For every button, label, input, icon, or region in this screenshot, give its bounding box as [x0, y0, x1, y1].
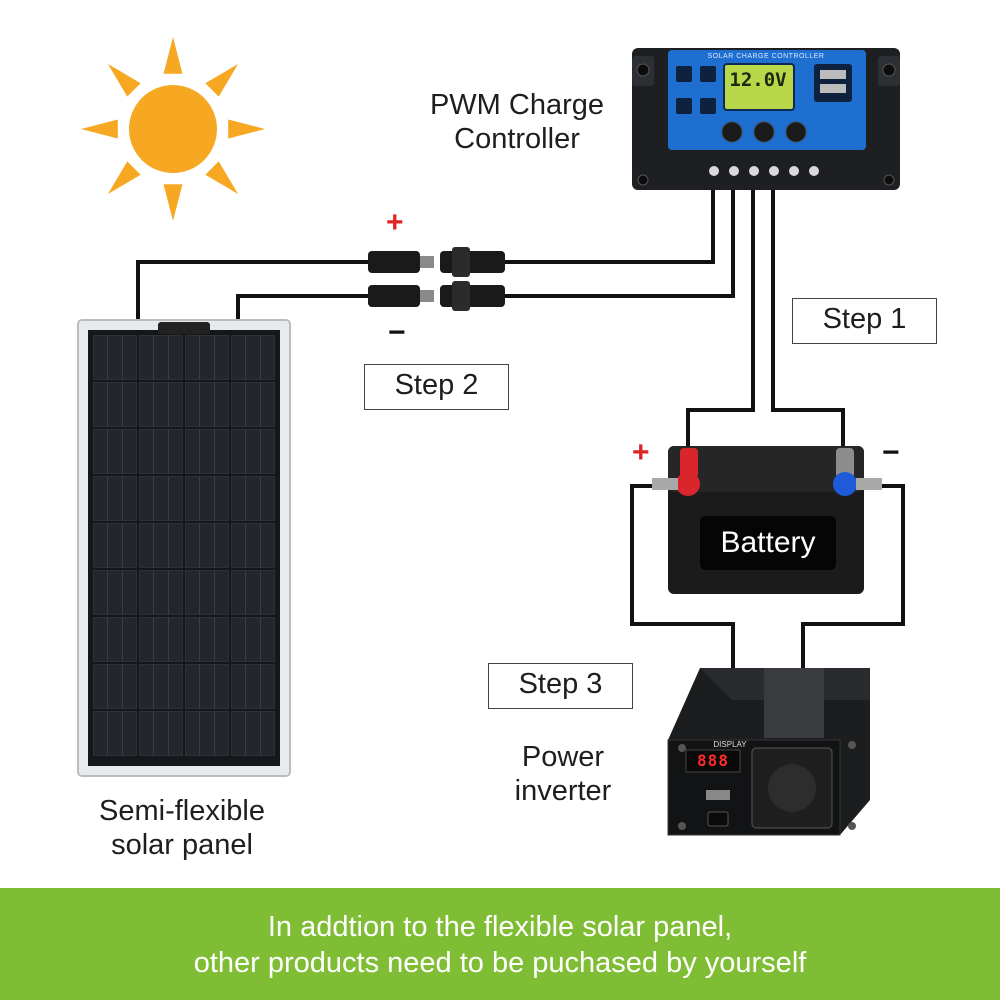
solar-cell [93, 382, 137, 427]
solar-cell [93, 711, 137, 756]
inverter-label-line2: inverter [514, 775, 612, 807]
mc4-connector-icon [368, 247, 505, 311]
step-1-box: Step 1 [792, 298, 937, 344]
sun-ray [163, 37, 183, 74]
battery-icon [652, 446, 882, 594]
solar-cell [231, 335, 275, 380]
controller-label-line2: Controller [454, 123, 580, 155]
solar-cell [231, 382, 275, 427]
inverter-label-line1: Power [521, 741, 605, 773]
connector-positive-sign: + [386, 206, 404, 239]
solar-cell [231, 429, 275, 474]
solar-cell [139, 523, 183, 568]
controller-label-line1: PWM Charge [429, 89, 605, 121]
sun-ray [107, 161, 141, 195]
solar-cell [185, 523, 229, 568]
sun-ray [205, 63, 239, 97]
sun-ray [228, 119, 265, 139]
solar-cell [93, 664, 137, 709]
solar-cell [185, 570, 229, 615]
solar-cell [139, 335, 183, 380]
solar-cell [139, 711, 183, 756]
sun-ray [81, 119, 118, 139]
charge-controller-icon [632, 48, 900, 190]
solar-cell [139, 382, 183, 427]
controller-label: PWM Charge Controller [408, 88, 626, 156]
battery-negative-sign: − [882, 436, 900, 469]
footer-line-2: other products need to be puchased by yo… [193, 947, 807, 979]
solar-cell [139, 617, 183, 662]
solar-cell [93, 523, 137, 568]
panel-label-line2: solar panel [111, 829, 253, 861]
sun-icon [81, 37, 265, 221]
solar-cell [93, 429, 137, 474]
sun-ray [163, 184, 183, 221]
solar-cell [231, 617, 275, 662]
solar-cell [185, 382, 229, 427]
panel-label: Semi-flexible solar panel [62, 794, 302, 862]
step-2-box: Step 2 [364, 364, 509, 410]
inverter-display-caption: DISPLAY [713, 740, 747, 749]
controller-lcd-reading: 12.0V [729, 69, 787, 91]
footer-line-1: In addtion to the flexible solar panel, [267, 911, 733, 943]
solar-cell [139, 429, 183, 474]
step-3-box: Step 3 [488, 663, 633, 709]
controller-device-header: SOLAR CHARGE CONTROLLER [707, 53, 825, 60]
inverter-display-digits: 888 [697, 751, 729, 770]
connector-negative-sign: − [388, 316, 406, 349]
power-inverter-icon [667, 668, 870, 836]
solar-panel-icon [77, 319, 291, 777]
inverter-label: Power inverter [488, 740, 638, 808]
battery-label: Battery [720, 526, 816, 559]
solar-cell [185, 335, 229, 380]
solar-cell [185, 664, 229, 709]
solar-cell [93, 617, 137, 662]
solar-cell [139, 664, 183, 709]
solar-cell [93, 335, 137, 380]
solar-cell [185, 711, 229, 756]
footer-banner: In addtion to the flexible solar panel, … [0, 888, 1000, 1000]
solar-cell [231, 570, 275, 615]
sun-ray [205, 161, 239, 195]
solar-cell [231, 711, 275, 756]
sun-ray [107, 63, 141, 97]
solar-cell [93, 476, 137, 521]
battery-positive-sign: + [632, 436, 650, 469]
solar-cell [231, 476, 275, 521]
solar-cell [139, 476, 183, 521]
solar-cell [185, 617, 229, 662]
solar-cell [231, 664, 275, 709]
solar-cell [185, 476, 229, 521]
solar-cell [231, 523, 275, 568]
solar-cell [139, 570, 183, 615]
solar-cell [185, 429, 229, 474]
solar-cell [93, 570, 137, 615]
panel-label-line1: Semi-flexible [99, 795, 265, 827]
